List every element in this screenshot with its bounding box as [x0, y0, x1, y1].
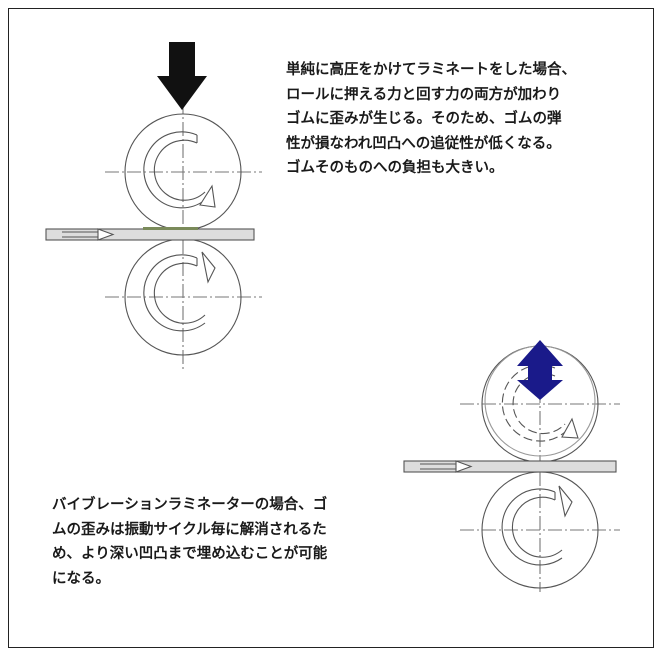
- vibration-laminator: [403, 345, 620, 592]
- conventional-laminator: [45, 100, 262, 370]
- description-line: 性が損なわれ凹凸への追従性が低くなる。: [286, 135, 561, 152]
- feed-direction-arrow-icon: [62, 228, 115, 241]
- roller-center-lines: [105, 100, 262, 370]
- conventional-description: 単純に高圧をかけてラミネートをした場合、 ロールに押える力と回す力の両方が加わり…: [286, 58, 576, 181]
- down-arrow-icon: [157, 42, 207, 110]
- description-line: になる。: [52, 570, 110, 587]
- description-line: ゴムそのものへの負担も大きい。: [286, 160, 504, 176]
- vibration-roller-center-lines: [460, 345, 620, 592]
- description-line: め、より深い凹凸まで埋め込むことが可能: [52, 546, 328, 562]
- nip-contact: [143, 227, 198, 230]
- description-line: 単純に高圧をかけてラミネートをした場合、: [286, 62, 576, 78]
- laminate-film: [45, 228, 255, 241]
- vibration-lower-rotation-arrow-icon: [501, 485, 573, 566]
- description-line: ムの歪みは振動サイクル毎に解消されるた: [52, 521, 327, 538]
- description-line: ゴムに歪みが生じる。そのため、ゴムの弾: [286, 111, 562, 127]
- lower-rotation-arrow-icon: [143, 251, 216, 332]
- vertical-double-arrow-icon: [517, 340, 563, 400]
- description-line: バイブレーションラミネーターの場合、ゴ: [52, 497, 328, 513]
- vibration-description: バイブレーションラミネーターの場合、ゴ ムの歪みは振動サイクル毎に解消されるた …: [52, 493, 327, 591]
- upper-rotation-arrow-icon: [143, 131, 216, 209]
- description-line: ロールに押える力と回す力の両方が加わり: [286, 86, 562, 103]
- vibration-laminate-film: [403, 460, 617, 473]
- diagram-frame: [8, 8, 654, 648]
- vibration-feed-arrow-icon: [420, 460, 473, 473]
